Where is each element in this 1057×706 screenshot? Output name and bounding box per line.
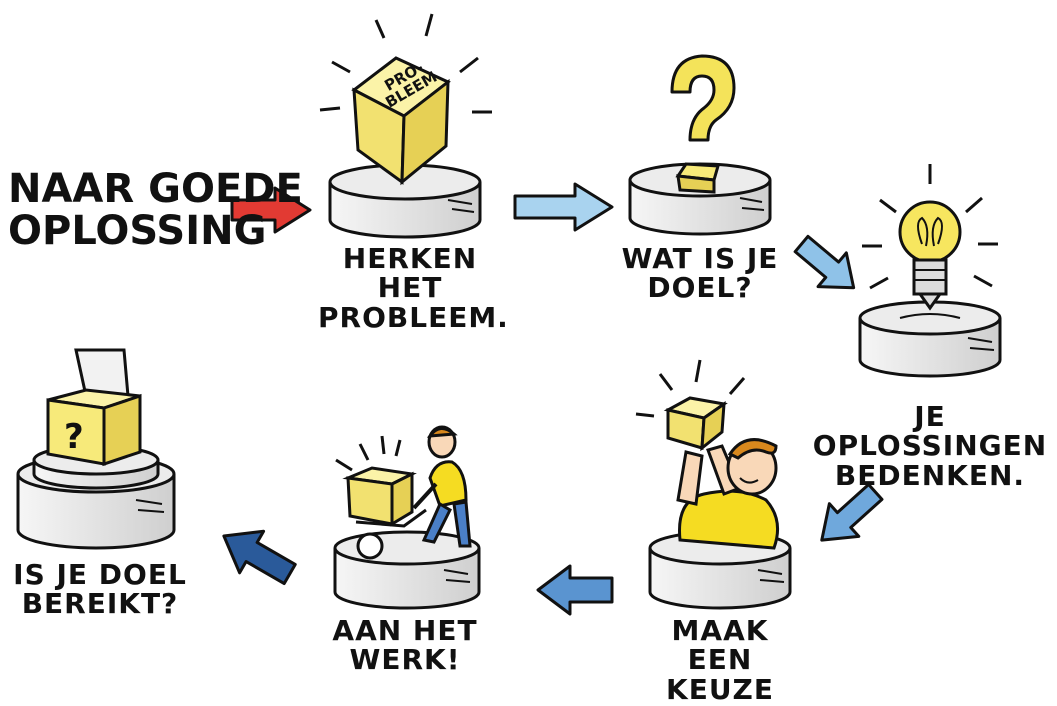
title-line2: OPLOSSING (8, 208, 267, 254)
arrow-step4-to-step5 (536, 564, 614, 616)
arrow-step3-to-step4 (820, 482, 884, 542)
step3-line1: JE OPLOSSINGEN (812, 400, 1048, 463)
step5-line1: AAN HET (332, 614, 478, 647)
step-label-keuze: MAAK EEN KEUZE (640, 616, 800, 704)
arrow-step1-to-step2 (513, 182, 614, 232)
step-label-herken: HERKEN HET PROBLEEM. (318, 242, 509, 334)
pedestal-step1 (328, 163, 482, 239)
open-box-question-icon: ? (46, 348, 142, 467)
pedestal-step3 (858, 300, 1002, 378)
arrow-start (230, 186, 312, 234)
step4-line2: KEUZE (666, 672, 774, 706)
arrow-step2-to-step3 (793, 234, 856, 290)
step4-line1: MAAK EEN (671, 614, 769, 677)
step2-line1: WAT IS JE (621, 242, 779, 275)
problem-box-icon: PRO- BLEEM (319, 13, 492, 186)
step2-line2: DOEL? (647, 271, 753, 305)
diagram-title: NAAR GOEDE OPLOSSING (8, 168, 303, 252)
step-label-doel: WAT IS JE DOEL? (618, 244, 782, 303)
person-wheelbarrow-icon (335, 425, 472, 560)
person-holding-box-icon (635, 359, 780, 550)
step1-line1: HERKEN HET (342, 242, 478, 305)
pedestal-step5 (333, 530, 481, 610)
question-mark-icon (670, 54, 736, 194)
step6-line2: BEREIKT? (21, 587, 179, 621)
problem-solving-diagram: PRO- BLEEM (16, 13, 1002, 616)
light-bulb-icon (862, 164, 998, 311)
step-label-oplossing: JE OPLOSSINGEN BEDENKEN. (808, 402, 1052, 490)
title-line1: NAAR GOEDE (8, 166, 303, 212)
step6-line1: IS JE DOEL (13, 558, 187, 591)
box-question-mark: ? (64, 417, 84, 457)
step-label-werk: AAN HET WERK! (330, 616, 480, 675)
arrow-step5-to-step6 (222, 529, 297, 586)
step-label-bereikt: IS JE DOEL BEREIKT? (10, 560, 190, 619)
step5-line2: WERK! (349, 643, 461, 677)
pedestal-step2 (628, 162, 772, 236)
step1-line2: PROBLEEM. (318, 300, 509, 334)
step3-line2: BEDENKEN. (834, 458, 1026, 492)
